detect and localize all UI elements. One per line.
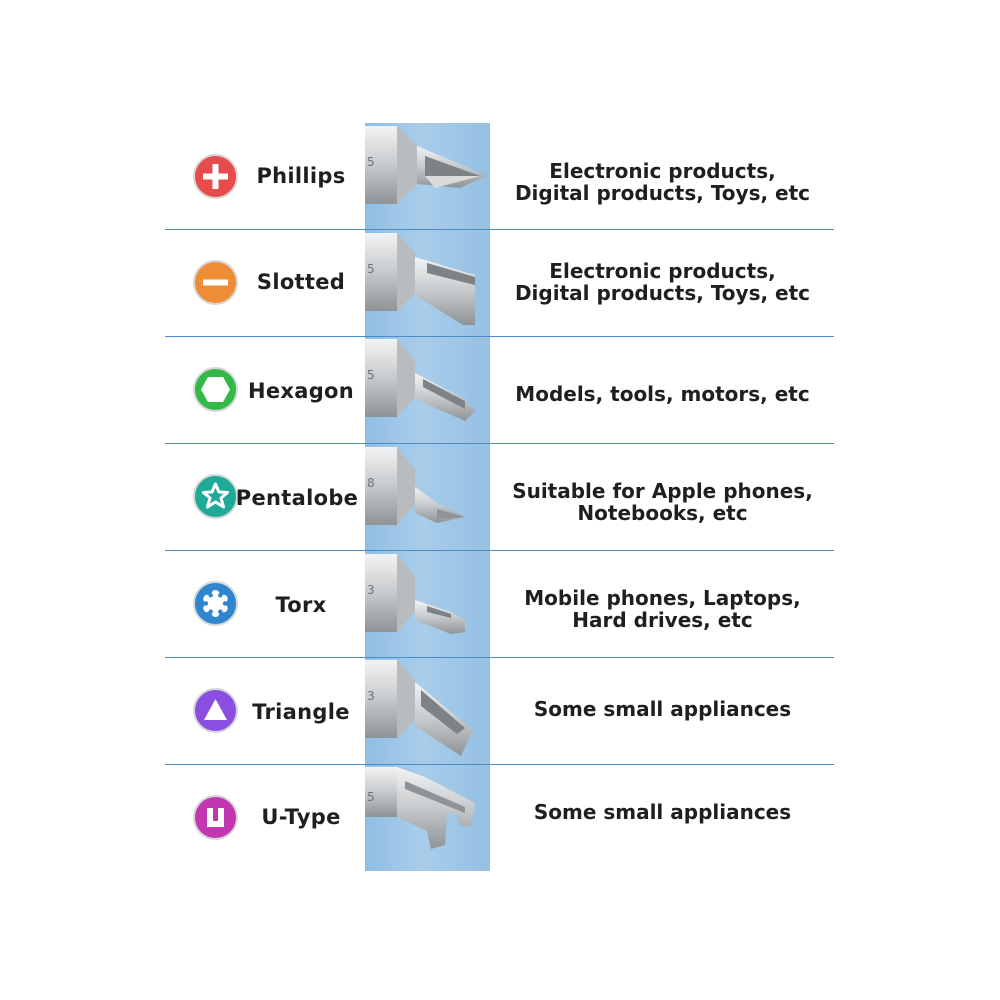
row-divider <box>165 229 834 230</box>
usage-line: Some small appliances <box>533 800 792 824</box>
usage-line: Hard drives, etc <box>572 608 753 632</box>
usage-line: Mobile phones, Laptops, <box>524 586 801 610</box>
usage-line: Electronic products, <box>549 159 776 183</box>
phillips-bit-image: 5 <box>365 126 490 226</box>
type-name: Hexagon <box>247 379 355 403</box>
bit-number: 5 <box>367 155 375 169</box>
row-divider <box>165 336 834 337</box>
pentalobe-star-icon <box>193 474 238 519</box>
u-shape-icon <box>193 795 238 840</box>
bit-number: 5 <box>367 368 375 382</box>
triangle-icon <box>193 688 238 733</box>
row-divider <box>165 550 834 551</box>
type-name: Slotted <box>256 270 346 294</box>
bit-number: 3 <box>367 583 375 597</box>
usage-line: Digital products, Toys, etc <box>514 281 811 305</box>
u-type-bit-image: 5 <box>365 767 490 867</box>
table-row-phillips: Phillips 5 Electronic products, Digital … <box>165 124 834 229</box>
type-name: Phillips <box>256 164 346 188</box>
row-divider <box>165 764 834 765</box>
type-name: Triangle <box>252 700 350 724</box>
slotted-minus-icon <box>193 260 238 305</box>
bit-number: 3 <box>367 689 375 703</box>
usage-text: Mobile phones, Laptops, Hard drives, etc <box>495 587 830 631</box>
table-row-u-type: U-Type 5 Some small appliances <box>165 765 834 871</box>
usage-line: Electronic products, <box>549 259 776 283</box>
row-divider <box>165 443 834 444</box>
usage-line: Models, tools, motors, etc <box>515 382 810 406</box>
bit-number: 8 <box>367 476 375 490</box>
usage-text: Models, tools, motors, etc <box>495 383 830 405</box>
table-row-torx: Torx 3 Mobile phones, Laptops, Hard driv… <box>165 551 834 657</box>
torx-star-icon <box>193 581 238 626</box>
type-name: Pentalobe <box>235 486 359 510</box>
usage-line: Some small appliances <box>533 697 792 721</box>
usage-text: Suitable for Apple phones, Notebooks, et… <box>495 480 830 524</box>
type-name: U-Type <box>261 805 341 829</box>
table-row-slotted: Slotted 5 Electronic products, Digital p… <box>165 230 834 336</box>
hexagon-icon <box>193 367 238 412</box>
usage-line: Suitable for Apple phones, <box>512 479 813 503</box>
row-divider <box>165 657 834 658</box>
triangle-bit-image: 3 <box>365 660 490 760</box>
usage-text: Some small appliances <box>495 801 830 823</box>
torx-bit-image: 3 <box>365 554 490 654</box>
bit-number: 5 <box>367 262 375 276</box>
usage-line: Notebooks, etc <box>577 501 748 525</box>
usage-text: Electronic products, Digital products, T… <box>495 160 830 204</box>
phillips-cross-icon <box>193 154 238 199</box>
hexagon-bit-image: 5 <box>365 339 490 439</box>
table-row-triangle: Triangle 3 Some small appliances <box>165 658 834 764</box>
type-name: Torx <box>275 593 327 617</box>
usage-text: Some small appliances <box>495 698 830 720</box>
slotted-bit-image: 5 <box>365 233 490 333</box>
usage-line: Digital products, Toys, etc <box>514 181 811 205</box>
usage-text: Electronic products, Digital products, T… <box>495 260 830 304</box>
table-row-pentalobe: Pentalobe 8 Suitable for Apple phones, N… <box>165 444 834 550</box>
table-row-hexagon: Hexagon 5 Models, tools, motors, etc <box>165 337 834 443</box>
pentalobe-bit-image: 8 <box>365 447 490 547</box>
bit-number: 5 <box>367 790 375 804</box>
